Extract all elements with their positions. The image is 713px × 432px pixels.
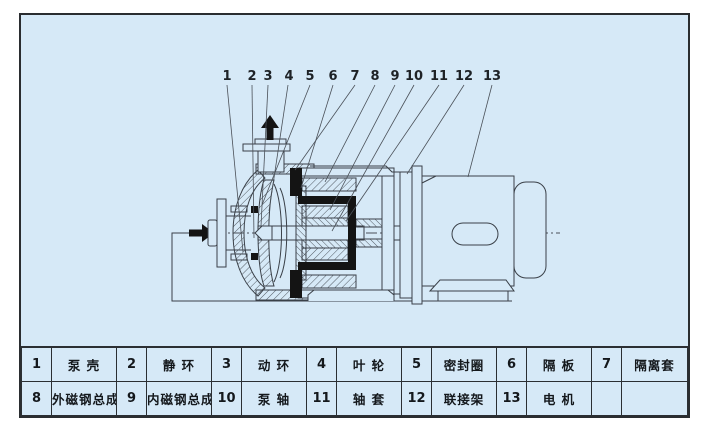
callout-2: 2: [247, 69, 256, 84]
callout-4: 4: [284, 69, 293, 84]
callout-7: 7: [350, 69, 359, 84]
part-name: 轴 套: [336, 381, 402, 416]
callout-numbers: 1 2 3 4 5 6 7 8 9 10 11 12 13: [222, 69, 501, 84]
part-name: 外磁钢总成: [51, 381, 117, 416]
parts-table-row-1: 1 泵 壳 2 静 环 3 动 环 4 叶 轮 5 密封圈 6 隔 板 7 隔离…: [21, 346, 688, 382]
callout-12: 12: [455, 69, 473, 84]
part-no: 6: [496, 346, 527, 382]
parts-table: 1 泵 壳 2 静 环 3 动 环 4 叶 轮 5 密封圈 6 隔 板 7 隔离…: [21, 346, 688, 416]
callout-1: 1: [222, 69, 231, 84]
part-no: 4: [306, 346, 337, 382]
part-name: 电 机: [526, 381, 592, 416]
part-no: 3: [211, 346, 242, 382]
pump-cross-section-drawing: 1 2 3 4 5 6 7 8 9 10 11 12 13: [171, 69, 560, 305]
part-name: 联接架: [431, 381, 497, 416]
part-name: 叶 轮: [336, 346, 402, 382]
part-no: 12: [401, 381, 432, 416]
parts-table-row-2: 8 外磁钢总成 9 内磁钢总成 10 泵 轴 11 轴 套 12 联接架 13 …: [21, 381, 688, 416]
isolation-sleeve: [290, 168, 356, 298]
part-no: 11: [306, 381, 337, 416]
diagram-frame: 1 2 3 4 5 6 7 8 9 10 11 12 13 1 泵 壳: [19, 13, 690, 418]
outer-magnet-assembly: [301, 177, 357, 289]
part-name: 密封圈: [431, 346, 497, 382]
part-name: 动 环: [241, 346, 307, 382]
part-name: 隔离套: [621, 346, 688, 382]
part-name: 泵 轴: [241, 381, 307, 416]
callout-3: 3: [263, 69, 272, 84]
callout-13: 13: [483, 69, 501, 84]
leader-lines: [226, 84, 493, 253]
callout-9: 9: [390, 69, 399, 84]
part-no: 1: [21, 346, 52, 382]
part-no: 9: [116, 381, 147, 416]
motor: [421, 175, 547, 302]
part-name: 隔 板: [526, 346, 592, 382]
part-no: 13: [496, 381, 527, 416]
part-no: 2: [116, 346, 147, 382]
callout-6: 6: [328, 69, 337, 84]
part-no: 8: [21, 381, 52, 416]
connecting-frame: [307, 165, 423, 305]
part-no: [591, 381, 622, 416]
seal-rings: [251, 206, 258, 260]
callout-10: 10: [405, 69, 423, 84]
outlet-flow-arrow: [261, 115, 279, 140]
callout-11: 11: [430, 69, 448, 84]
part-name: 静 环: [146, 346, 212, 382]
part-no: 10: [211, 381, 242, 416]
part-no: 5: [401, 346, 432, 382]
part-name: 内磁钢总成: [146, 381, 212, 416]
outlet-flange: [242, 138, 291, 173]
callout-8: 8: [370, 69, 379, 84]
inner-magnet-assembly: [301, 205, 349, 261]
part-name: 泵 壳: [51, 346, 117, 382]
part-name: [621, 381, 688, 416]
callout-5: 5: [305, 69, 314, 84]
part-no: 7: [591, 346, 622, 382]
